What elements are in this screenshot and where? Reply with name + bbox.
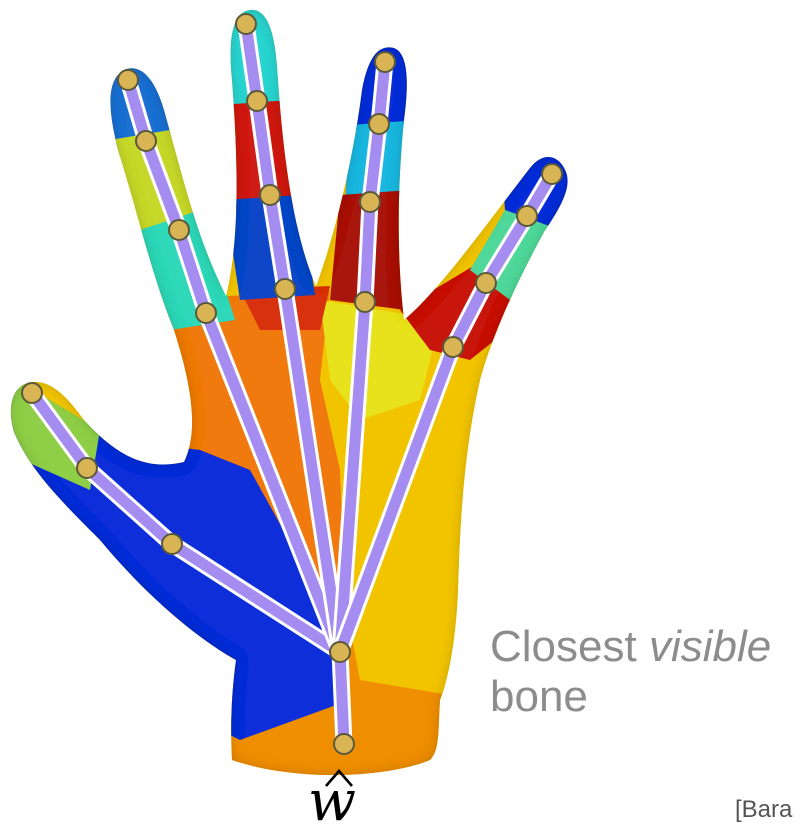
bone-body <box>365 202 370 302</box>
joint <box>443 337 463 357</box>
joint <box>196 303 216 323</box>
joint <box>330 642 350 662</box>
joint <box>162 534 182 554</box>
joint <box>22 383 42 403</box>
caption-emphasis: visible <box>649 622 771 671</box>
joint <box>355 292 375 312</box>
caption: Closest visible bone <box>490 622 771 722</box>
bone-body <box>340 652 344 744</box>
root-joint-symbol: w <box>308 774 356 830</box>
joint <box>247 91 267 111</box>
caption-line-1: Closest visible <box>490 622 771 672</box>
citation: [Bara <box>735 796 792 824</box>
root-joint-label: w <box>300 760 390 826</box>
joint <box>236 14 256 34</box>
joint <box>375 52 395 72</box>
joint <box>136 131 156 151</box>
caption-line-2: bone <box>490 672 771 722</box>
joint <box>77 458 97 478</box>
caption-prefix: Closest <box>490 622 649 671</box>
joint <box>169 220 189 240</box>
joint <box>260 185 280 205</box>
joint <box>334 734 354 754</box>
joint <box>476 273 496 293</box>
joint <box>275 279 295 299</box>
joint <box>360 192 380 212</box>
joint <box>517 206 537 226</box>
joint <box>118 70 138 90</box>
joint <box>369 114 389 134</box>
joint <box>542 164 562 184</box>
